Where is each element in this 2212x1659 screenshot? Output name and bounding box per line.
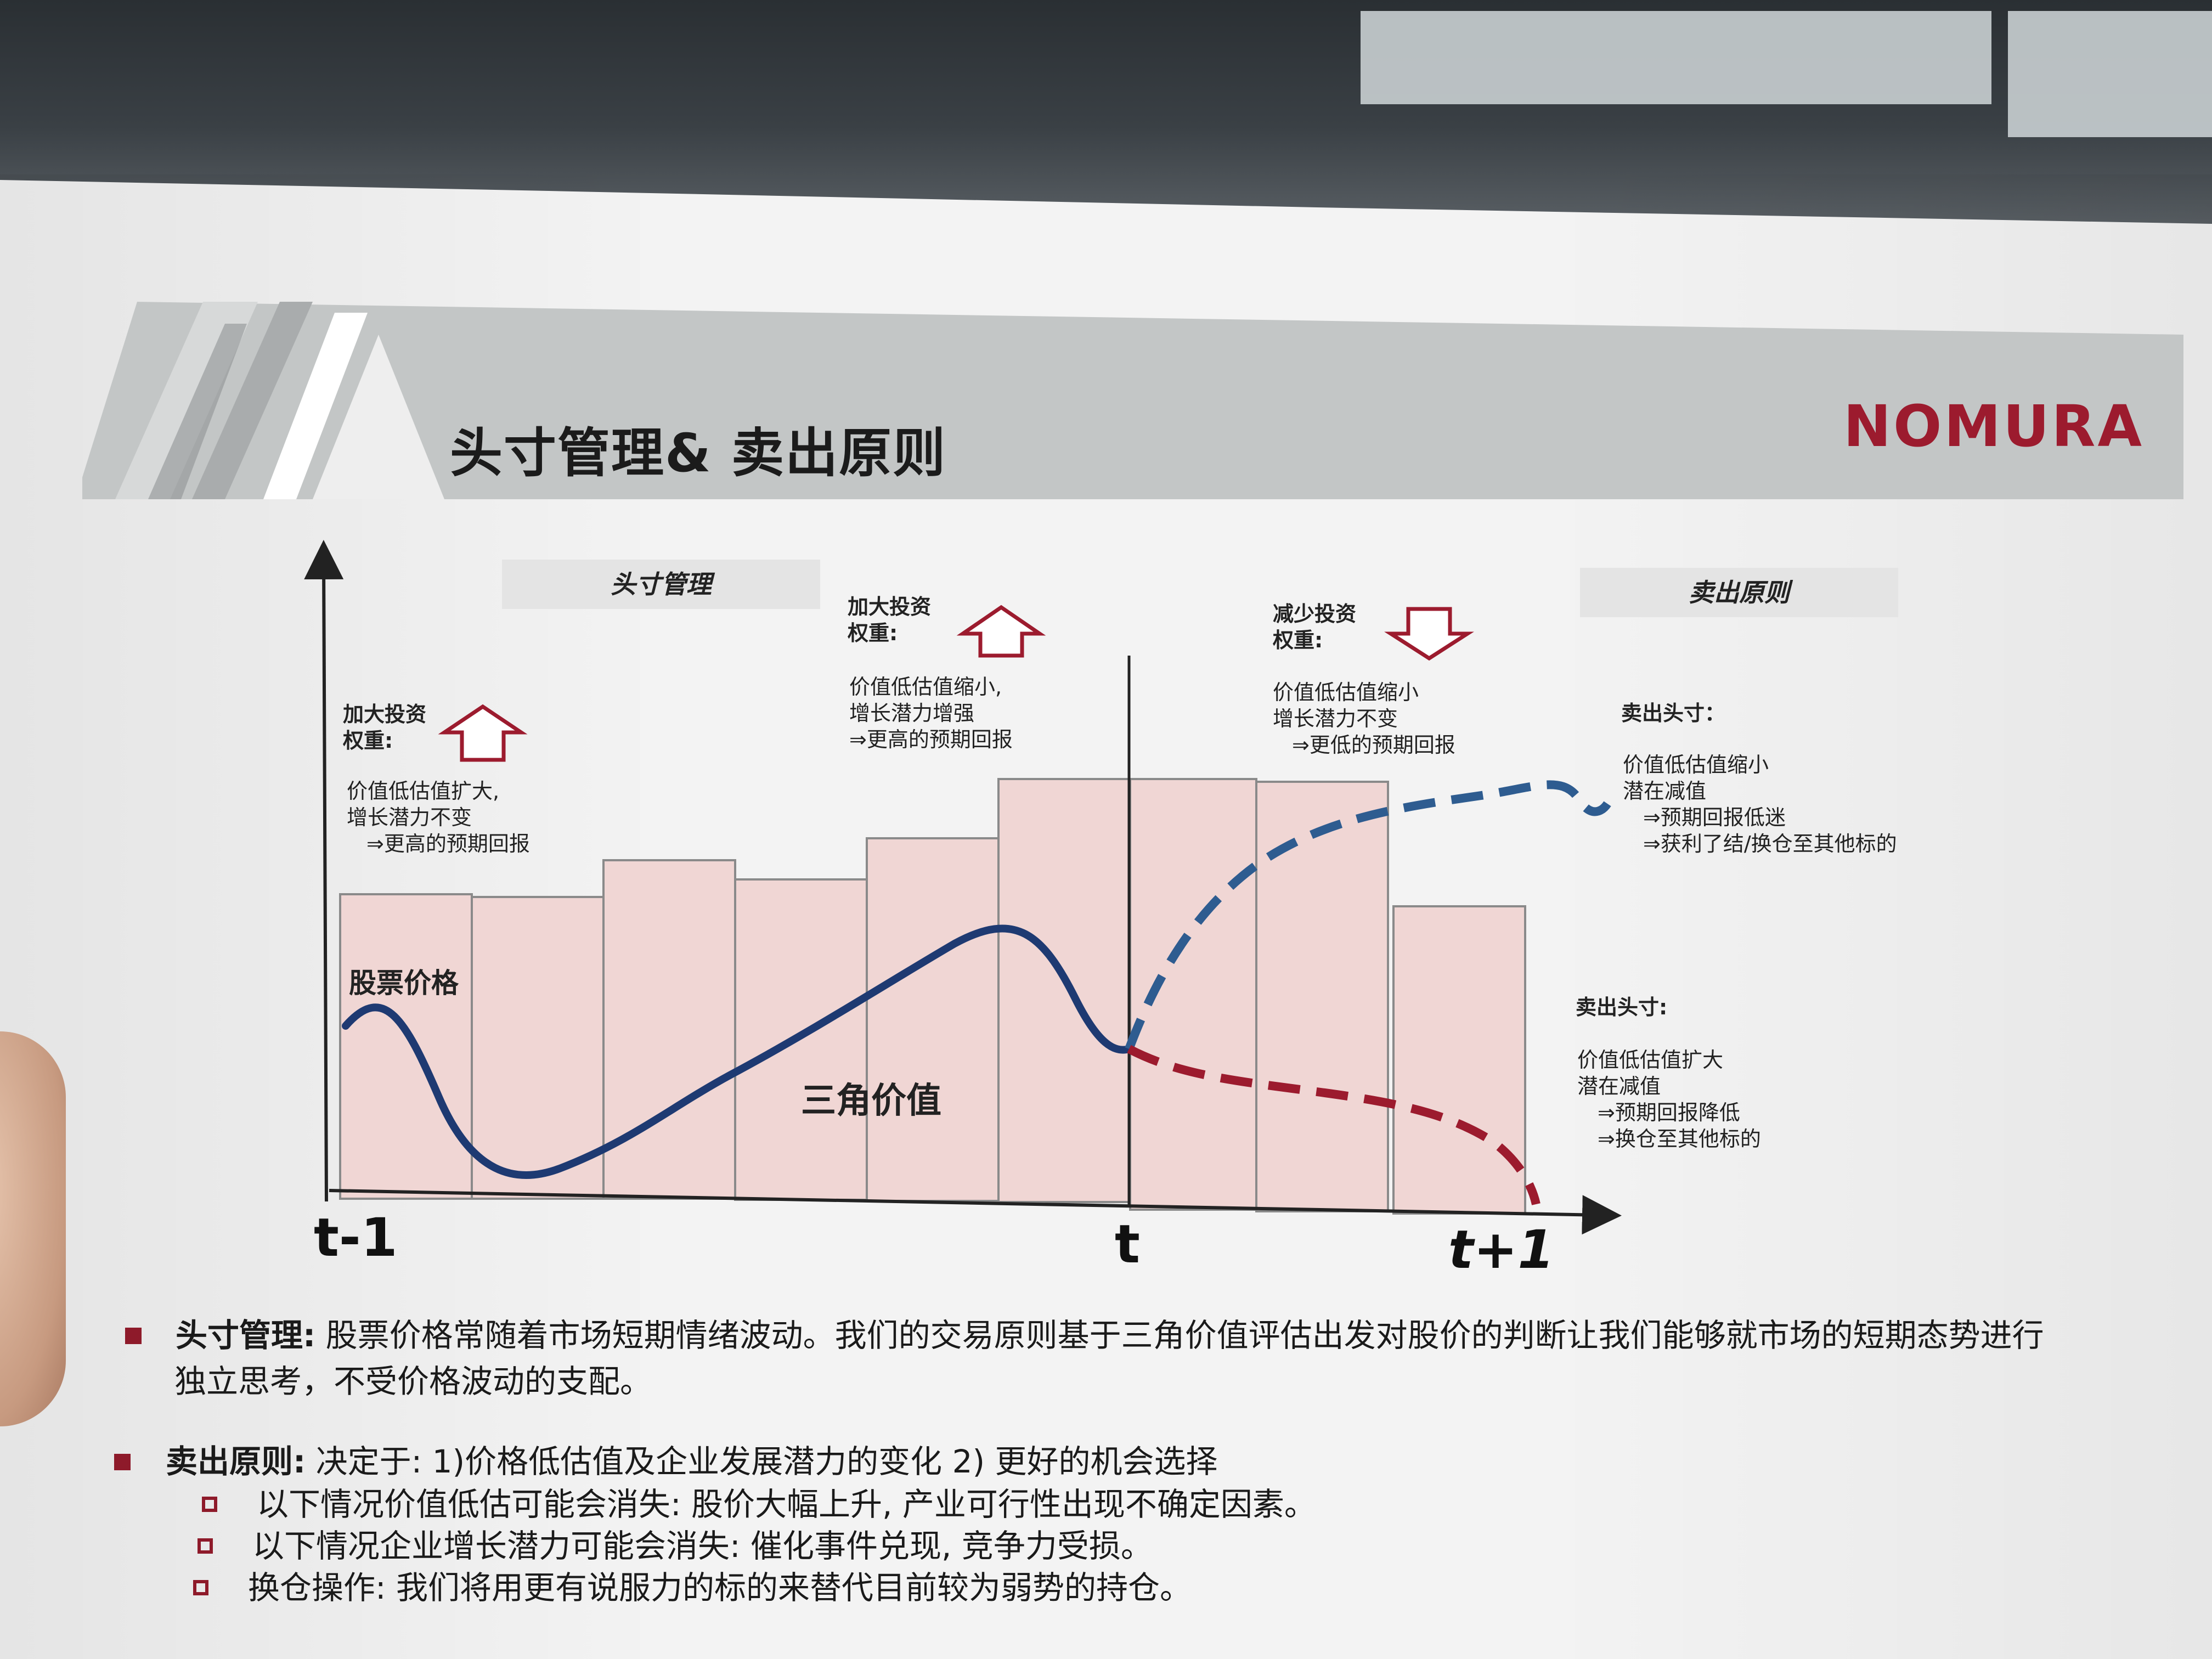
note-sub-item: 以下情况价值低估可能会消失: 股价大幅上升, 产业可行性出现不确定因素。 bbox=[257, 1486, 1316, 1523]
downside-dashed-path bbox=[1127, 1045, 1541, 1205]
slide-title: 头寸管理& 卖出原则 bbox=[450, 422, 947, 484]
x-axis bbox=[329, 1189, 1622, 1235]
value-bars bbox=[339, 778, 1526, 1215]
value-bar bbox=[471, 896, 605, 1200]
upside-dashed-path bbox=[1125, 780, 1611, 1051]
thumb bbox=[0, 1031, 66, 1426]
annotation-middle-line: 价值低估值缩小, bbox=[849, 675, 1002, 699]
time-label-t: t bbox=[1115, 1214, 1140, 1275]
annotation-left-heading: 加大投资 权重: bbox=[343, 702, 427, 753]
bullet-marker bbox=[114, 1454, 131, 1470]
note-sub-item: 换仓操作: 我们将用更有说服力的标的来替代目前较为弱势的持仓。 bbox=[248, 1569, 1192, 1606]
annotation-left-line: 增长潜力不变 bbox=[347, 805, 472, 830]
down-arrow-icon bbox=[1384, 607, 1474, 661]
annotation-right-heading: 减少投资 权重: bbox=[1273, 602, 1357, 652]
note-item-2: 卖出原则: 决定于: 1)价格低估值及企业发展潜力的变化 2) 更好的机会选择 bbox=[166, 1442, 1218, 1481]
nomura-logo: NOMURA bbox=[1843, 393, 2144, 460]
annotation-left-line: ⇒更高的预期回报 bbox=[366, 832, 530, 856]
value-bar bbox=[1392, 905, 1526, 1215]
up-arrow-icon bbox=[956, 605, 1046, 658]
sell-upside-line: ⇒预期回报低迷 bbox=[1643, 805, 1786, 830]
note-item-1: 头寸管理: 股票价格常随着市场短期情绪波动。我们的交易原则基于三角价值评估出发对… bbox=[176, 1316, 2044, 1355]
section-header-position: 头寸管理 bbox=[502, 560, 820, 609]
sub-bullet-marker bbox=[202, 1497, 217, 1512]
bullet-marker bbox=[125, 1328, 142, 1344]
annotation-middle-line: 增长潜力增强 bbox=[849, 701, 975, 725]
note-item-1-lead: 头寸管理: bbox=[176, 1317, 316, 1354]
up-arrow-icon bbox=[438, 704, 528, 762]
time-label-t-minus-1: t-1 bbox=[314, 1207, 398, 1268]
sub-bullet-marker bbox=[193, 1580, 208, 1595]
banner-decoration bbox=[115, 302, 444, 499]
note-item-1-cont: 独立思考，不受价格波动的支配。 bbox=[174, 1363, 652, 1400]
price-label: 股票价格 bbox=[349, 967, 459, 999]
title-banner bbox=[82, 302, 2183, 499]
value-bar bbox=[339, 893, 473, 1200]
sell-downside-line: 潜在减值 bbox=[1577, 1074, 1661, 1098]
value-bar bbox=[866, 837, 1000, 1202]
section-header-sell: 卖出原则 bbox=[1580, 568, 1898, 617]
sell-upside-heading: 卖出头寸： bbox=[1621, 701, 1726, 725]
annotation-middle-line: ⇒更高的预期回报 bbox=[849, 727, 1013, 752]
annotation-right-line: ⇒更低的预期回报 bbox=[1292, 733, 1455, 757]
sell-downside-line: ⇒预期回报降低 bbox=[1598, 1101, 1740, 1125]
background-window bbox=[2008, 11, 2212, 137]
note-sub-item: 以下情况企业增长潜力可能会消失: 催化事件兑现, 竞争力受损。 bbox=[252, 1527, 1153, 1565]
note-item-2-text: 决定于: 1)价格低估值及企业发展潜力的变化 2) 更好的机会选择 bbox=[315, 1443, 1218, 1480]
sell-upside-line: 潜在减值 bbox=[1623, 779, 1707, 803]
price-line bbox=[342, 924, 1133, 1179]
value-bar bbox=[1255, 781, 1389, 1212]
annotation-right-line: 增长潜力不变 bbox=[1273, 707, 1398, 731]
y-axis bbox=[304, 540, 344, 1202]
note-item-2-lead: 卖出原则: bbox=[166, 1443, 306, 1480]
value-label: 三角价值 bbox=[801, 1081, 941, 1121]
sell-upside-line: 价值低估值缩小 bbox=[1623, 753, 1769, 777]
sell-downside-heading: 卖出头寸: bbox=[1576, 995, 1668, 1019]
sell-upside-line: ⇒获利了结/换仓至其他标的 bbox=[1643, 832, 1897, 856]
annotation-left-line: 价值低估值扩大, bbox=[347, 779, 500, 803]
value-bar bbox=[602, 859, 736, 1200]
sell-downside-line: ⇒换仓至其他标的 bbox=[1598, 1127, 1761, 1151]
sell-downside-line: 价值低估值扩大 bbox=[1577, 1048, 1724, 1072]
annotation-right-line: 价值低估值缩小 bbox=[1273, 680, 1419, 704]
note-item-1-text: 股票价格常随着市场短期情绪波动。我们的交易原则基于三角价值评估出发对股价的判断让… bbox=[325, 1317, 2044, 1354]
value-bar bbox=[997, 778, 1131, 1203]
time-label-t-plus-1: t+1 bbox=[1448, 1219, 1555, 1280]
annotation-middle-heading: 加大投资 权重: bbox=[848, 595, 932, 645]
sub-bullet-marker bbox=[198, 1538, 213, 1554]
background-window bbox=[1361, 11, 1991, 104]
